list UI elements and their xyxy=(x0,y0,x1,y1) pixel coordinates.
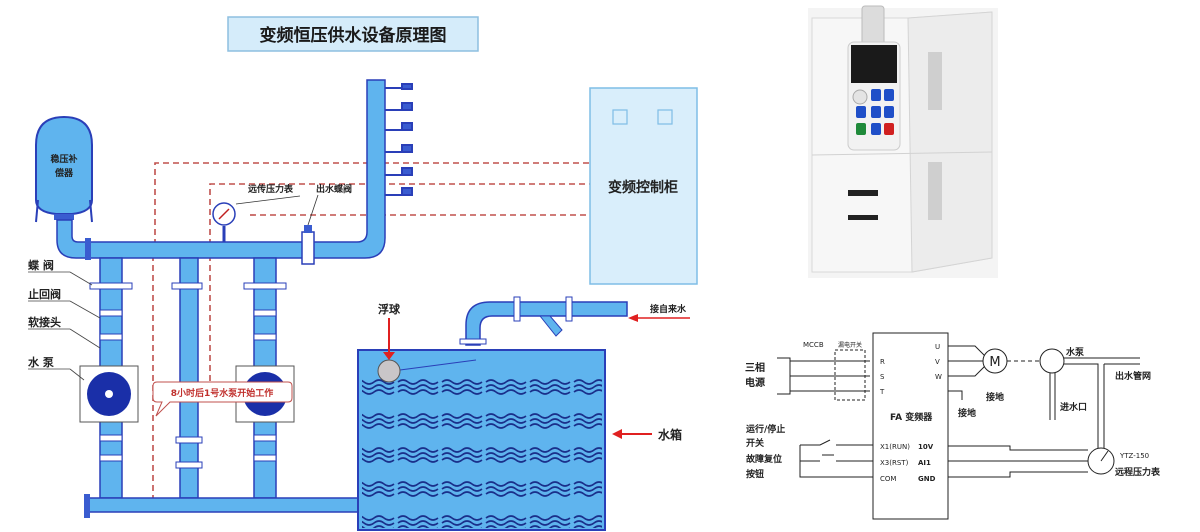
pump-label: 水泵 xyxy=(1066,346,1085,358)
pressure-compensator-tank: 稳压补 偿器 xyxy=(35,115,93,223)
motor-label: M xyxy=(989,355,1000,370)
outlet-header-pipe xyxy=(56,79,386,259)
outlet-butterfly-valve: 出水蝶阀 xyxy=(301,183,352,265)
water-tank-label: 水箱 xyxy=(658,427,682,442)
inverter-ground-label: 接地 xyxy=(958,407,976,419)
run-stop-label-2: 开关 xyxy=(746,437,764,449)
suction-pipe xyxy=(85,497,367,513)
diagram-title: 变频恒压供水设备原理图 xyxy=(260,25,447,46)
inlet-label: 接自来水 xyxy=(650,303,687,315)
inverter-product-photo xyxy=(808,5,998,278)
terminal-ai1: AI1 xyxy=(918,459,931,467)
label-flex-joint: 软接头 xyxy=(28,315,61,329)
inverter-label: FA 变频器 xyxy=(890,411,933,423)
gauge-model: YTZ-150 xyxy=(1119,452,1149,460)
terminal-w: W xyxy=(935,373,942,381)
left-diagram: 变频恒压供水设备原理图 稳压补 偿器 xyxy=(28,16,698,531)
terminal-t: T xyxy=(879,388,885,396)
bypass-column xyxy=(171,257,203,499)
water-tank: 浮球 水箱 xyxy=(357,302,682,531)
inlet-pipe: 接自来水 xyxy=(459,296,690,346)
wiring-diagram: MCCB 漏电开关 三相 电源 R S T U V W X1(RUN) X3(R… xyxy=(745,332,1161,520)
signal-lines xyxy=(152,162,590,500)
label-check-valve: 止回阀 xyxy=(28,287,61,301)
remote-gauge-label: 远程压力表 xyxy=(1115,466,1161,478)
component-labels: 蝶 阀 止回阀 软接头 水 泵 xyxy=(28,258,101,381)
power-label: 三相 xyxy=(745,361,765,374)
terminal-10v: 10V xyxy=(918,443,934,451)
callout-bubble: 8小时后1号水泵开始工作 xyxy=(152,381,293,417)
branch-taps xyxy=(385,83,413,196)
water-inlet-label: 进水口 xyxy=(1060,401,1087,413)
inverter-display xyxy=(851,45,897,83)
callout-text: 8小时后1号水泵开始工作 xyxy=(171,387,274,399)
terminal-gnd: GND xyxy=(918,475,936,483)
fault-reset-label: 故障复位 xyxy=(746,453,782,465)
power-label-2: 电源 xyxy=(745,376,765,389)
inverter-keypad xyxy=(847,41,901,151)
terminal-com: COM xyxy=(880,475,896,483)
control-cabinet-label: 变频控制柜 xyxy=(608,179,678,196)
label-pump: 水 泵 xyxy=(28,355,54,369)
terminal-s: S xyxy=(880,373,885,381)
fault-reset-label-2: 按钮 xyxy=(746,468,764,480)
motor-ground-label: 接地 xyxy=(986,391,1004,403)
pump-column-2 xyxy=(235,257,295,499)
terminal-r: R xyxy=(880,358,885,366)
title-box xyxy=(227,16,479,52)
outlet-valve-label: 出水蝶阀 xyxy=(316,183,352,195)
vfd-control-cabinet: 变频控制柜 xyxy=(589,87,698,285)
remote-pressure-gauge: 远传压力表 xyxy=(212,183,301,242)
outlet-network-label: 出水管网 xyxy=(1115,370,1151,382)
terminal-v: V xyxy=(935,358,940,366)
terminal-x3: X3(RST) xyxy=(880,459,909,467)
label-butterfly-valve: 蝶 阀 xyxy=(28,258,54,272)
leakage-switch-label: 漏电开关 xyxy=(838,341,862,349)
terminal-u: U xyxy=(935,343,940,351)
tank-label: 稳压补 xyxy=(50,153,77,165)
gauge-label: 远传压力表 xyxy=(248,183,294,195)
run-stop-label: 运行/停止 xyxy=(746,423,785,435)
tank-label-2: 偿器 xyxy=(54,167,74,179)
terminal-x1: X1(RUN) xyxy=(880,443,910,451)
float-label: 浮球 xyxy=(378,302,401,316)
mccb-label: MCCB xyxy=(803,341,824,349)
pump-column-1 xyxy=(79,257,139,499)
